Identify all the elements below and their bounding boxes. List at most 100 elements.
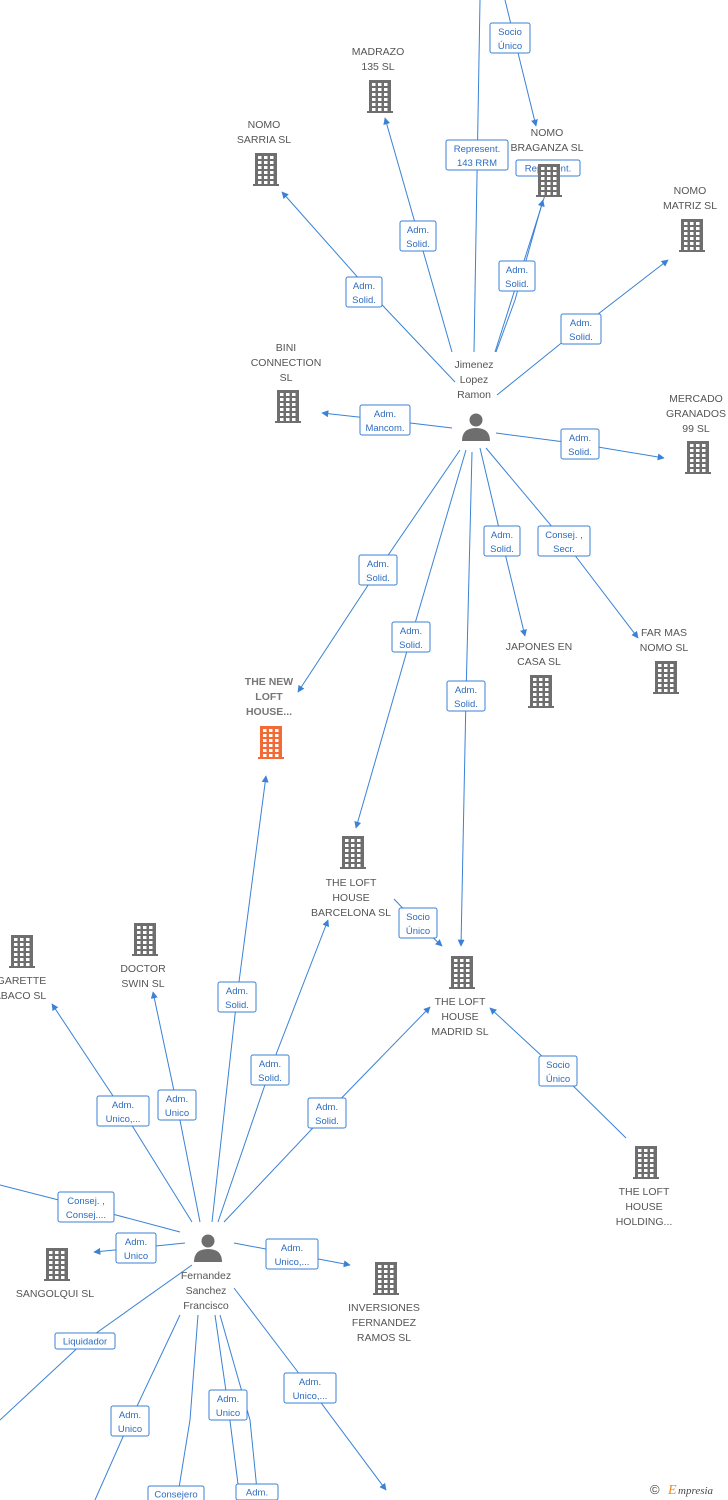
edge-label-e_liquidador[interactable]: Liquidador	[54, 1332, 116, 1350]
edge-label-e_sangolqui[interactable]: Adm.Unico	[115, 1232, 157, 1264]
edge-label-e_matriz[interactable]: Adm.Solid.	[560, 313, 602, 345]
edge-label-text: Adm.	[299, 1377, 321, 1388]
building-icon	[367, 80, 393, 113]
edge-label-text: Solid.	[505, 279, 529, 290]
edge-label-e_adm_unico_br[interactable]: Adm. Unico,...	[283, 1372, 337, 1404]
edge-label-e_consej_left[interactable]: Consej. ,Consej....	[57, 1191, 115, 1223]
edge-label-box	[538, 1055, 578, 1087]
edge-label-text: Unico,...	[293, 1391, 328, 1402]
node-label: ABACO SL	[0, 990, 46, 1002]
edge-label-e_cigarette[interactable]: Adm.Unico,...	[96, 1095, 150, 1127]
edge-label-e_madrazo[interactable]: Adm.Solid.	[399, 220, 437, 252]
node-label: 99 SL	[682, 423, 710, 435]
edge-label-e_consejero[interactable]: Consejero	[147, 1485, 205, 1500]
node-label: BINI	[276, 342, 296, 354]
edge-label-e_mercado[interactable]: Adm.Solid.	[560, 428, 600, 460]
building-icon	[536, 164, 562, 197]
edge-label-text: Liquidador	[63, 1337, 107, 1348]
node-newloft[interactable]: THE NEWLOFTHOUSE...	[245, 676, 294, 759]
edge-label-box	[250, 1054, 290, 1086]
edge-label-e_bcn_f[interactable]: Adm.Solid.	[250, 1054, 290, 1086]
edge-label-e_represent_143[interactable]: Represent.143 RRM	[445, 139, 509, 171]
edge-label-text: Unico	[124, 1251, 148, 1262]
edge-label-text: Adm.	[353, 281, 375, 292]
edge-label-e_bini[interactable]: Adm.Mancom.	[359, 404, 411, 436]
node-label: MADRID SL	[431, 1026, 488, 1038]
node-label: Jimenez	[454, 359, 493, 371]
edge-label-text: Socio	[546, 1060, 570, 1071]
edge-label-text: Solid.	[490, 544, 514, 555]
edge-label-e_mad_j[interactable]: Adm.Solid.	[446, 680, 486, 712]
building-icon-focus	[258, 726, 284, 759]
edge-e_adm_bottom	[219, 1314, 259, 1500]
edge-label-box	[358, 554, 398, 586]
node-label: CONNECTION	[251, 357, 322, 369]
edge-label-text: 143 RRM	[457, 158, 497, 169]
node-label: IGARETTE	[0, 975, 46, 987]
edge-label-e_adm_unico_bl[interactable]: Adm.Unico	[110, 1405, 150, 1437]
node-label: NOMO SL	[640, 642, 689, 654]
edge-e_socio_top	[504, 0, 538, 127]
building-icon	[653, 661, 679, 694]
edge-label-e_braganza[interactable]: Adm.Solid.	[498, 260, 536, 292]
node-cigarette[interactable]: IGARETTE ABACO SL	[0, 935, 46, 1002]
edge-label-text: Unico	[165, 1108, 189, 1119]
node-label: DOCTOR	[120, 963, 166, 975]
edge-label-e_sarria[interactable]: Adm.Solid.	[345, 276, 383, 308]
edge-label-text: Consejero	[154, 1490, 197, 1500]
edge-label-e_inversiones[interactable]: Adm.Unico,...	[265, 1238, 319, 1270]
brand-initial: E	[667, 1483, 677, 1498]
edge-label-e_newloft_f[interactable]: Adm.Solid.	[217, 981, 257, 1013]
edge-label-text: Solid.	[258, 1073, 282, 1084]
node-label: Lopez	[460, 374, 489, 386]
edge-label-text: Adm.	[119, 1410, 141, 1421]
node-loft_holding[interactable]: THE LOFTHOUSEHOLDING...	[616, 1146, 673, 1228]
edge-e_sarria	[281, 191, 456, 383]
edge-label-e_mad_f[interactable]: Adm.Solid.	[307, 1097, 347, 1129]
edge-label-e_adm_unico_bm[interactable]: Adm.Unico	[208, 1389, 248, 1421]
edge-label-e_farmas[interactable]: Consej. ,Secr.	[537, 525, 591, 557]
edge-label-e_adm_bottom[interactable]: Adm.	[235, 1483, 279, 1500]
node-label: BRAGANZA SL	[511, 142, 584, 154]
node-label: LOFT	[255, 691, 283, 703]
edge-label-e_japones[interactable]: Adm.Solid.	[483, 525, 521, 557]
node-label: Fernandez	[181, 1270, 231, 1282]
node-label: NOMO	[674, 185, 707, 197]
copyright-symbol: ©	[650, 1482, 660, 1497]
edge-label-box	[265, 1238, 319, 1270]
edge-label-e_doctor[interactable]: Adm.Unico	[157, 1089, 197, 1121]
edge-label-text: Consej. ,	[545, 530, 583, 541]
edge-label-e_bcn_j[interactable]: Adm.Solid.	[391, 621, 431, 653]
building-icon	[44, 1248, 70, 1281]
edge-label-text: Consej. ,	[67, 1196, 105, 1207]
building-icon	[528, 675, 554, 708]
edge-label-text: Adm.	[217, 1394, 239, 1405]
edge-label-text: Único	[498, 41, 522, 52]
edge-label-text: Solid.	[315, 1116, 339, 1127]
node-label: JAPONES EN	[506, 641, 573, 653]
edge-label-e_newloft_j[interactable]: Adm.Solid.	[358, 554, 398, 586]
edge-label-text: Adm.	[569, 433, 591, 444]
building-icon	[373, 1262, 399, 1295]
node-sangolqui[interactable]: SANGOLQUI SL	[16, 1248, 94, 1300]
edge-e_consejero	[176, 1314, 199, 1500]
